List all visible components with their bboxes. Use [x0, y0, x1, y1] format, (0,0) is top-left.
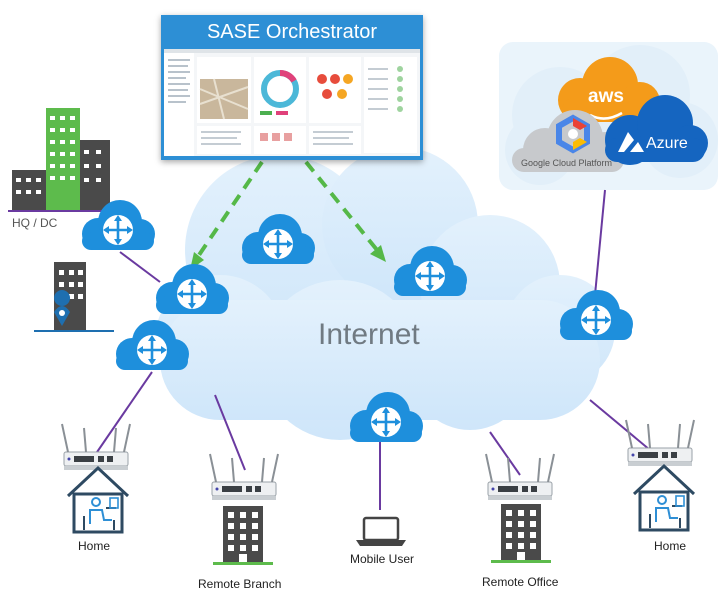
building-icon: [213, 506, 273, 565]
remote-office-label: Remote Office: [482, 575, 559, 589]
sdwan-appliance-icon: [61, 423, 131, 471]
home-icon: [632, 464, 696, 532]
building-icon: [491, 504, 551, 563]
home-left-label: Home: [78, 539, 111, 553]
remote-branch-label: Remote Branch: [198, 577, 282, 591]
sase-orchestrator-window[interactable]: SASE Orchestrator: [161, 15, 423, 160]
sdwan-appliance-icon: [485, 453, 555, 501]
internet-label: Internet: [318, 318, 420, 351]
home-icon: [66, 466, 130, 534]
home-right-label: Home: [654, 539, 687, 553]
azure-label: Azure: [646, 135, 688, 152]
sdwan-appliance-icon: [209, 453, 279, 501]
sdwan-appliance-icon: [625, 419, 695, 467]
aws-label: aws: [588, 86, 624, 107]
azure-logo: [605, 95, 708, 165]
orchestrator-dashboard-thumbnail: [164, 49, 420, 156]
link-lines: [94, 189, 651, 510]
mobile-user-label: Mobile User: [350, 552, 415, 566]
hq-label: HQ / DC: [12, 216, 58, 230]
gcp-label: Google Cloud Platform: [521, 158, 613, 168]
orchestrator-title: SASE Orchestrator: [206, 21, 378, 43]
hq-building-icon: [8, 108, 114, 212]
laptop-icon: [356, 516, 406, 546]
datacenter-building-icon: [34, 262, 114, 332]
internet-cloud: [155, 147, 615, 440]
